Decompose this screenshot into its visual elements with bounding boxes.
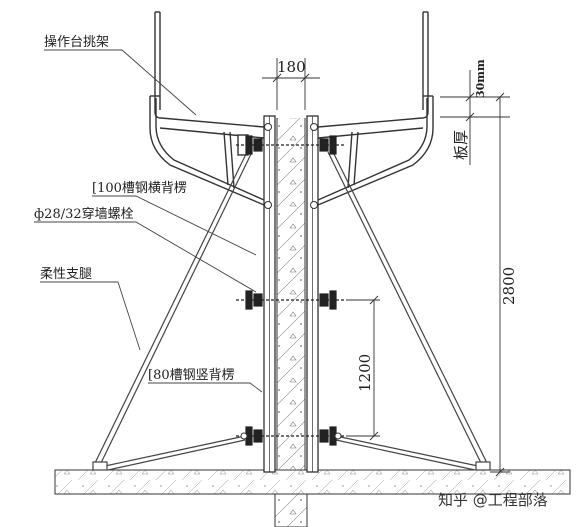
right-platform-bracket [317, 11, 434, 206]
dim-wall-thickness: 180 [277, 58, 306, 76]
tie-bolts [236, 135, 346, 446]
leader-lines [34, 49, 263, 393]
watermark-text: 知乎 @工程部落 [438, 491, 548, 509]
wall-thickness-dimension [262, 58, 320, 110]
ground-slab [54, 469, 571, 527]
dim-slab-thickness: 板厚 [452, 130, 470, 160]
label-horizontal-channel: [100槽钢横背楞 [92, 181, 187, 196]
bracket-nodes [240, 123, 342, 440]
flexible-legs [92, 149, 491, 471]
formwork-panels [263, 115, 319, 473]
dim-total-height: 2800 [500, 267, 518, 305]
label-vertical-channel: [80槽钢竖背楞 [148, 368, 235, 383]
left-platform-bracket [149, 11, 265, 206]
label-tie-bolt: ф28/32穿墙螺栓 [34, 206, 134, 222]
label-operation-platform: 操作台挑架 [44, 34, 109, 50]
concrete-wall [276, 118, 306, 470]
label-flexible-leg: 柔性支腿 [40, 267, 92, 282]
dim-bolt-spacing: 1200 [356, 354, 374, 392]
dim-top-offset: 30mm [474, 59, 487, 98]
height-dimensions [346, 70, 510, 477]
